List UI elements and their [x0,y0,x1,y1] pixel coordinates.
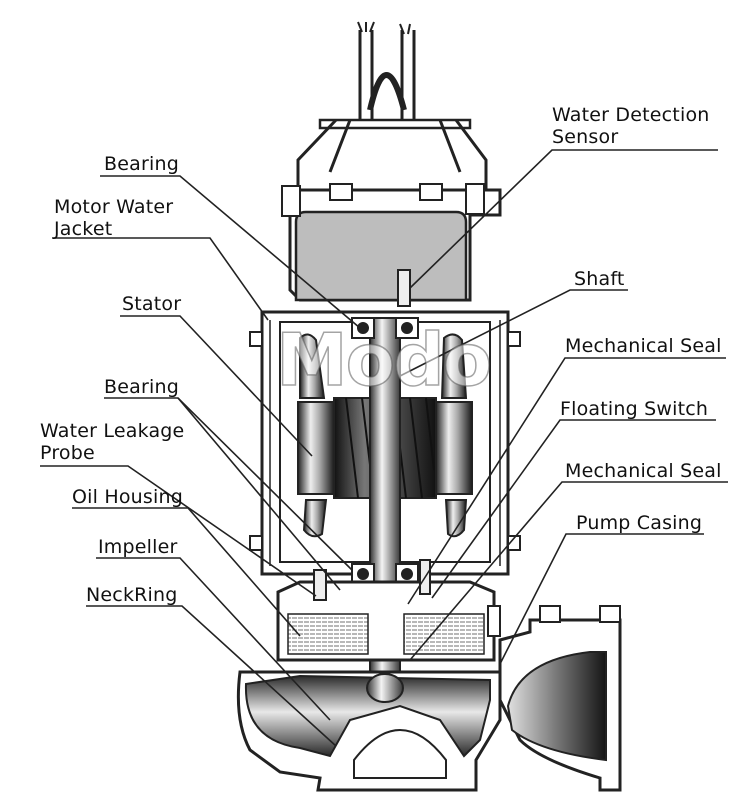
label-water-detection-sensor: Water Detection Sensor [552,104,710,148]
leader-oil-housing [72,507,301,637]
leader-shaft [399,289,628,377]
leader-bearing-top [100,175,361,329]
outlet [498,605,622,792]
top-cover [281,183,502,307]
label-mechanical-seal-upper: Mechanical Seal [565,335,722,357]
leader-motor-water-jacket [52,237,269,321]
leader-neck-ring [86,605,337,747]
lifting-handle [296,30,488,190]
label-water-leakage-probe-line1: Water Leakage [40,420,185,442]
label-water-leakage-probe: Water Leakage Probe [40,420,184,464]
leader-lines [40,149,728,747]
label-motor-water-jacket: Motor Water Jacket [54,196,173,240]
leader-water-leakage-probe [40,465,317,597]
label-water-detection-sensor-line1: Water Detection [552,104,710,126]
cable-ends [357,21,411,35]
label-bearing-top: Bearing [104,153,179,175]
label-floating-switch: Floating Switch [560,398,709,420]
leader-pump-casing [499,533,704,665]
leader-impeller [96,557,331,721]
label-shaft: Shaft [574,268,625,290]
pump-casing [236,670,502,792]
label-mechanical-seal-lower: Mechanical Seal [565,460,722,482]
label-water-detection-sensor-line2: Sensor [552,126,619,148]
housing-bolts [249,331,521,637]
label-stator: Stator [122,293,182,315]
label-oil-housing: Oil Housing [72,486,183,508]
label-motor-water-jacket-line2: Jacket [54,218,113,240]
leader-stator [120,315,313,457]
leader-bearing-lower-b [177,397,341,591]
leader-mechanical-seal-upper [407,357,726,605]
leader-water-detection-sensor [409,149,718,289]
label-water-leakage-probe-line2: Probe [40,442,95,464]
watermark: Modo [275,317,493,403]
label-pump-casing: Pump Casing [576,512,703,534]
stator [297,333,473,538]
leader-mechanical-seal-lower [409,481,728,661]
label-neck-ring: NeckRing [86,584,178,606]
label-impeller: Impeller [98,536,178,558]
label-motor-water-jacket-line1: Motor Water [54,196,174,218]
upper-bearing [351,317,419,339]
label-bearing-lower: Bearing [104,376,179,398]
leader-floating-switch [431,419,716,599]
